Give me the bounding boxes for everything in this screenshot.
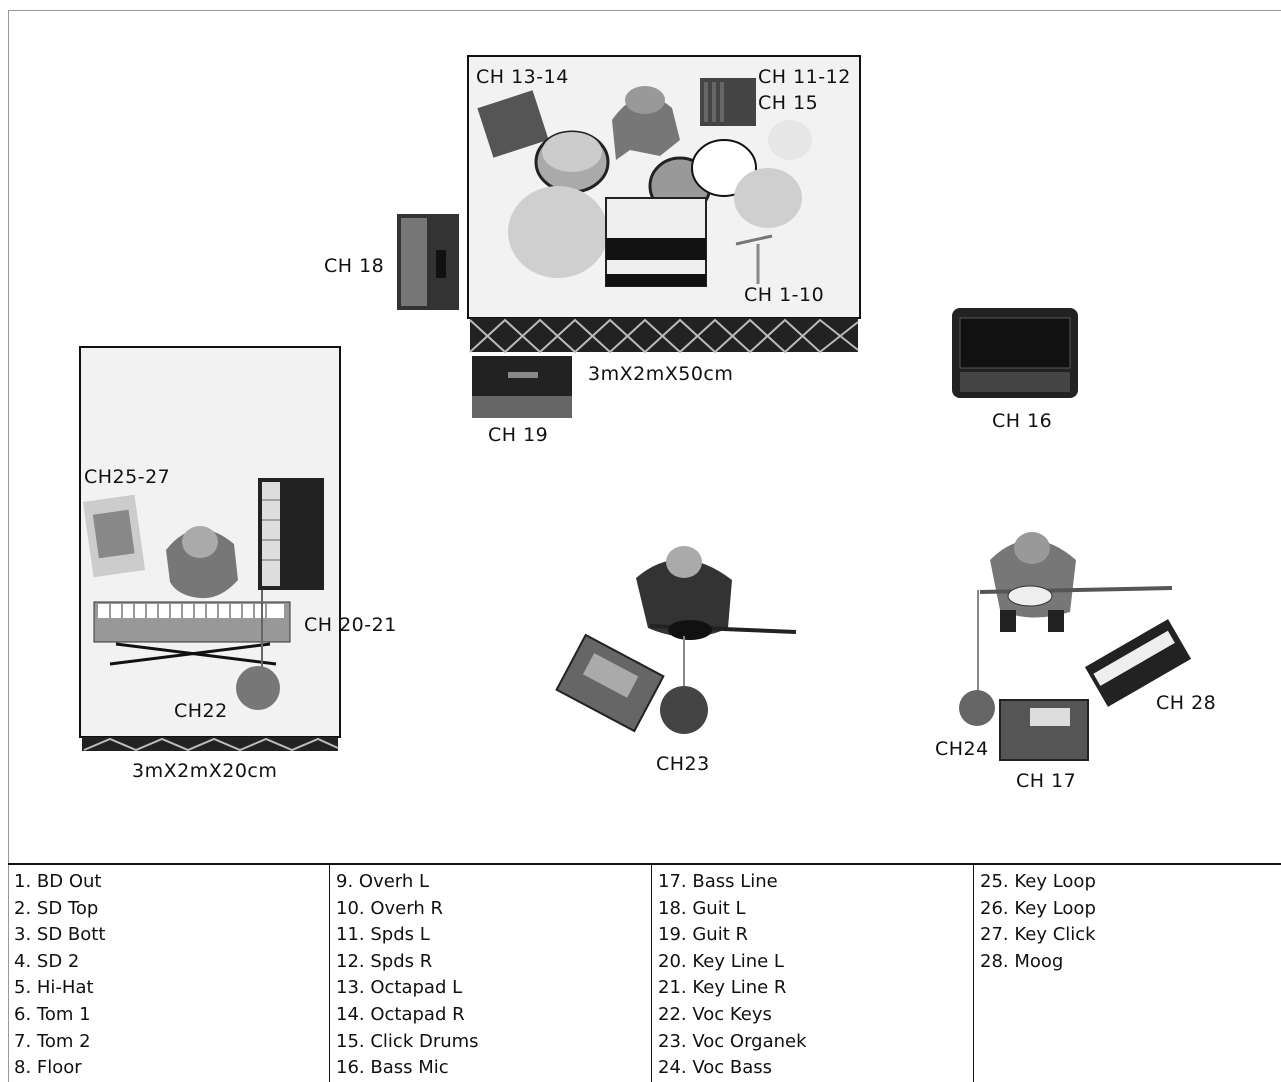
channel-list-column: 25. Key Loop 26. Key Loop 27. Key Click …	[974, 865, 1281, 1082]
guitarist-icon	[555, 546, 797, 734]
label-ch-13-14: CH 13-14	[476, 66, 569, 88]
channel-item: 7. Tom 2	[14, 1030, 91, 1052]
bassist-icon	[959, 532, 1192, 761]
channel-list-column: 1. BD Out 2. SD Top 3. SD Bott 4. SD 2 5…	[8, 865, 330, 1082]
channel-item: 26. Key Loop	[980, 897, 1096, 919]
channel-item: 14. Octapad R	[336, 1003, 465, 1025]
label-ch-15: CH 15	[758, 92, 819, 114]
channel-item: 6. Tom 1	[14, 1003, 91, 1025]
drum-kit-icon	[477, 78, 812, 287]
stage-plot	[79, 55, 1192, 761]
channel-item: 27. Key Click	[980, 924, 1096, 946]
label-ch-23: CH23	[656, 753, 710, 775]
label-ch-1-10: CH 1-10	[744, 284, 825, 306]
channel-item: 20. Key Line L	[658, 950, 784, 972]
channel-item: 4. SD 2	[14, 950, 80, 972]
label-ch-25-27: CH25-27	[84, 466, 171, 488]
guitar-amp-icon	[472, 356, 572, 418]
label-ch-22: CH22	[174, 700, 228, 722]
label-ch-20-21: CH 20-21	[304, 614, 397, 636]
channel-item: 18. Guit L	[658, 897, 746, 919]
label-ch-11-12: CH 11-12	[758, 66, 851, 88]
channel-item: 19. Guit R	[658, 924, 748, 946]
channel-item: 9. Overh L	[336, 871, 430, 892]
guitar-amp-icon	[397, 214, 459, 310]
channel-item: 1. BD Out	[14, 871, 102, 892]
label-ch-18: CH 18	[324, 255, 385, 277]
label-riser-drums: 3mX2mX50cm	[588, 363, 734, 385]
channel-list-table: 1. BD Out 2. SD Top 3. SD Bott 4. SD 2 5…	[8, 863, 1281, 1082]
label-ch-28: CH 28	[1156, 692, 1217, 714]
label-ch-17: CH 17	[1016, 770, 1077, 792]
label-ch-16: CH 16	[992, 410, 1053, 432]
channel-item: 22. Voc Keys	[658, 1003, 772, 1025]
channel-item: 11. Spds L	[336, 924, 430, 946]
channel-item: 12. Spds R	[336, 950, 433, 972]
channel-item: 2. SD Top	[14, 897, 99, 919]
channel-item: 25. Key Loop	[980, 871, 1096, 892]
channel-item: 8. Floor	[14, 1057, 82, 1079]
label-riser-keys: 3mX2mX20cm	[132, 760, 278, 782]
stage-plot-frame	[8, 10, 1281, 1082]
channel-item: 16. Bass Mic	[336, 1057, 449, 1079]
label-ch-19: CH 19	[488, 424, 549, 446]
label-ch-24: CH24	[935, 738, 989, 760]
channel-item: 17. Bass Line	[658, 871, 778, 892]
channel-item: 24. Voc Bass	[658, 1057, 773, 1079]
channel-list-column: 17. Bass Line 18. Guit L 19. Guit R 20. …	[652, 865, 974, 1082]
channel-item: 10. Overh R	[336, 897, 443, 919]
keyboard-player-icon	[82, 478, 324, 710]
channel-item: 5. Hi-Hat	[14, 977, 94, 999]
channel-item: 15. Click Drums	[336, 1030, 479, 1052]
channel-item: 23. Voc Organek	[658, 1030, 807, 1052]
channel-item: 28. Moog	[980, 950, 1064, 972]
channel-item: 21. Key Line R	[658, 977, 787, 999]
channel-list-column: 9. Overh L 10. Overh R 11. Spds L 12. Sp…	[330, 865, 652, 1082]
bass-amp-icon	[952, 308, 1078, 398]
channel-item: 13. Octapad L	[336, 977, 463, 999]
channel-item: 3. SD Bott	[14, 924, 106, 946]
